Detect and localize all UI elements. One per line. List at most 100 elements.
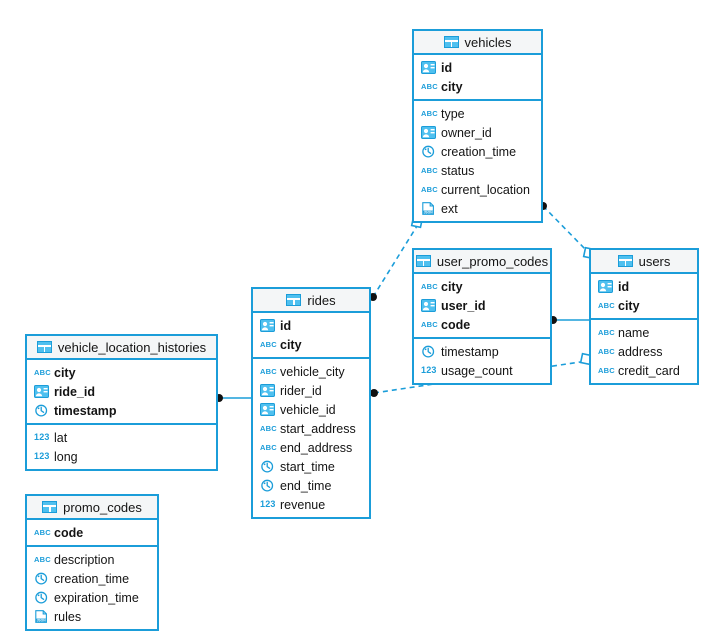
table-grid-icon [617, 255, 633, 267]
column-row[interactable]: rider_id [253, 381, 369, 400]
column-row[interactable]: vehicle_id [253, 400, 369, 419]
column-label: city [441, 79, 463, 94]
column-row[interactable]: timestamp [414, 342, 550, 361]
string-type-icon: ABC [421, 320, 438, 329]
svg-text:JSON: JSON [37, 619, 47, 623]
string-type-icon: ABC [598, 301, 615, 310]
column-label: code [441, 317, 471, 332]
column-label: owner_id [441, 125, 492, 140]
column-label: lat [54, 430, 68, 445]
clock-icon [34, 572, 49, 585]
column-row[interactable]: end_time [253, 476, 369, 495]
column-row[interactable]: start_time [253, 457, 369, 476]
column-row[interactable]: expiration_time [27, 588, 157, 607]
table-header[interactable]: rides [253, 289, 369, 313]
column-label: rules [54, 609, 82, 624]
column-row[interactable]: creation_time [414, 142, 541, 161]
column-label: user_id [441, 298, 486, 313]
id-card-icon [260, 384, 275, 397]
table-header[interactable]: user_promo_codes [414, 250, 550, 274]
column-label: vehicle_id [280, 402, 336, 417]
column-label: id [441, 60, 453, 75]
column-row[interactable]: ride_id [27, 382, 216, 401]
relationship-vehicle-location-histories-to-rides[interactable] [215, 394, 251, 402]
column-label: city [280, 337, 302, 352]
column-label: status [441, 163, 475, 178]
column-label: timestamp [441, 344, 499, 359]
table-grid-icon [443, 36, 459, 48]
string-type-icon: ABC [34, 368, 51, 377]
relationship-user-promo-codes-to-users[interactable] [549, 316, 589, 324]
table-header[interactable]: vehicle_location_histories [27, 336, 216, 360]
column-row[interactable]: user_id [414, 296, 550, 315]
column-label: revenue [280, 497, 326, 512]
column-row[interactable]: owner_id [414, 123, 541, 142]
column-row[interactable]: id [414, 58, 541, 77]
column-label: usage_count [441, 363, 513, 378]
table-title: promo_codes [63, 499, 142, 515]
string-type-icon: ABC [598, 347, 615, 356]
string-type-icon: ABC [421, 82, 438, 91]
table-header[interactable]: vehicles [414, 31, 541, 55]
column-row[interactable]: id [591, 277, 697, 296]
column-row[interactable]: creation_time [27, 569, 157, 588]
column-row[interactable]: id [253, 316, 369, 335]
table-header[interactable]: users [591, 250, 697, 274]
column-label: start_address [280, 421, 356, 436]
column-row[interactable]: timestamp [27, 401, 216, 420]
string-type-icon: ABC [34, 528, 51, 537]
json-icon: JSON [34, 610, 49, 623]
clock-icon [34, 404, 49, 417]
id-card-icon [598, 280, 613, 293]
clock-icon [34, 591, 49, 604]
table-title: users [638, 253, 671, 269]
id-card-icon [260, 403, 275, 416]
column-row[interactable]: JSON rules [27, 607, 157, 626]
table-header[interactable]: promo_codes [27, 496, 157, 520]
string-type-icon: ABC [598, 366, 615, 375]
string-type-icon: ABC [260, 443, 277, 452]
table-grid-icon [415, 255, 431, 267]
column-label: city [54, 365, 76, 380]
column-label: description [54, 552, 115, 567]
json-icon: JSON [421, 202, 436, 215]
table-title: vehicle_location_histories [57, 339, 207, 355]
